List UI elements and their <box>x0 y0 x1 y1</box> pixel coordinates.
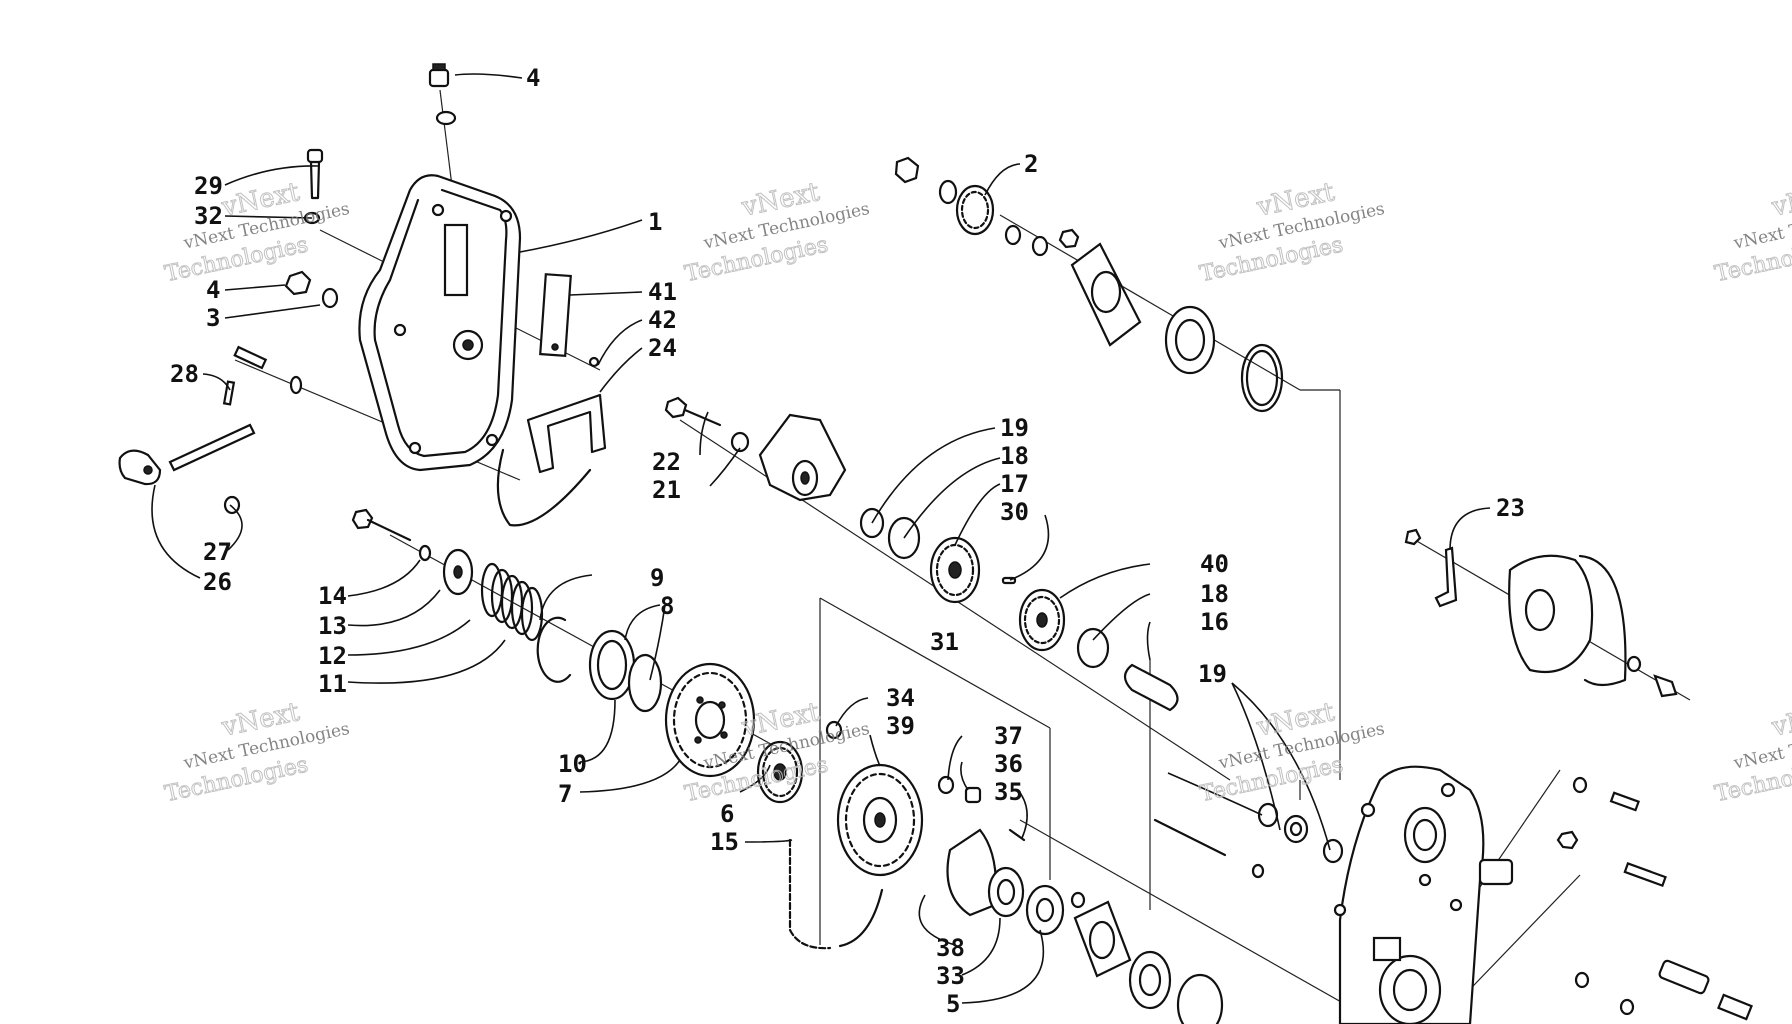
mid-bracket <box>758 413 847 502</box>
spring-23 <box>496 393 607 527</box>
watermark-1: vNext vNext Technologies Technologies <box>162 177 351 288</box>
callout-10: 9 <box>650 564 664 592</box>
watermark-3: vNext vNext Technologies Technologies <box>1197 177 1386 288</box>
svg-text:vNext: vNext <box>1769 697 1792 743</box>
chain-15 <box>788 838 884 950</box>
callout-19-a: 19 <box>1000 414 1029 442</box>
callout-37: 38 <box>936 934 965 962</box>
callout-21: 22 <box>652 448 681 476</box>
callout-11: 11 <box>318 670 347 698</box>
callout-16: 16 <box>1200 608 1229 636</box>
callout-29: 30 <box>1000 498 1029 526</box>
callout-31: 31 <box>930 628 959 656</box>
shaft-24 <box>118 345 303 515</box>
lower-flange <box>1070 891 1224 1024</box>
callout-6: 6 <box>720 800 734 828</box>
callout-24: 26 <box>203 568 232 596</box>
upper-flange <box>1070 242 1284 413</box>
spring-11 <box>480 562 544 642</box>
sprocket-17-group <box>859 507 1017 604</box>
right-bolts <box>1556 776 1753 1021</box>
caliper-22 <box>1404 528 1678 698</box>
callout-30: 32 <box>194 202 223 230</box>
callout-9: 10 <box>558 750 587 778</box>
callout-18-b: 18 <box>1200 580 1229 608</box>
callout-13: 13 <box>318 612 347 640</box>
callout-1: 1 <box>648 208 662 236</box>
callout-19-b: 19 <box>1198 660 1227 688</box>
watermark-2: vNext vNext Technologies Technologies <box>682 177 871 288</box>
watermark-7: vNext vNext Technologies Technologies <box>1197 697 1386 808</box>
callout-5: 5 <box>946 990 960 1018</box>
chaincase-cover <box>358 174 522 472</box>
bracket-37 <box>946 828 1065 936</box>
callout-35: 36 <box>994 750 1023 778</box>
callout-39: 40 <box>1200 550 1229 578</box>
callout-18-a: 18 <box>1000 442 1029 470</box>
small-parts <box>825 720 1026 842</box>
sprocket-38 <box>836 763 924 877</box>
bearing-8-9-10 <box>536 616 663 713</box>
callout-26: 27 <box>203 538 232 566</box>
parts-42 <box>1153 802 1344 879</box>
callout-2: 2 <box>1024 150 1038 178</box>
callout-28: 29 <box>194 172 223 200</box>
leader-lines <box>151 73 1491 1004</box>
callout-17: 17 <box>1000 470 1029 498</box>
callout-8: 8 <box>660 592 674 620</box>
callout-32: 33 <box>936 962 965 990</box>
spring-cap-12 <box>442 548 474 596</box>
bolt-14 <box>351 508 432 562</box>
callout-4-top: 4 <box>526 64 540 92</box>
callout-labels: 4 29 32 1 2 4 3 41 42 24 28 22 21 19 18 … <box>170 64 1525 1018</box>
callout-41: 42 <box>648 306 677 334</box>
callout-38: 39 <box>886 712 915 740</box>
callout-4-left: 4 <box>206 276 220 304</box>
callout-22: 23 <box>1496 494 1525 522</box>
sprocket-7 <box>664 662 756 778</box>
bolt-21 <box>664 396 750 453</box>
callout-40: 41 <box>648 278 677 306</box>
callout-34: 35 <box>994 778 1023 806</box>
callout-33: 34 <box>886 684 915 712</box>
plug-top <box>428 63 457 126</box>
callout-3: 3 <box>206 304 220 332</box>
watermark-8: vNext vNext Technologies Technologies <box>1712 697 1792 808</box>
sprocket-6 <box>756 740 804 804</box>
callout-20: 21 <box>652 476 681 504</box>
bolt-4-left <box>284 270 339 309</box>
callout-27: 28 <box>170 360 199 388</box>
watermark-5: vNext vNext Technologies Technologies <box>162 697 351 808</box>
sprocket-39-group <box>1018 588 1179 712</box>
sprocket-2-group <box>894 156 1080 257</box>
callout-36: 37 <box>994 722 1023 750</box>
chaincase-housing <box>1333 765 1514 1024</box>
watermark-4: vNext vNext Technologies Technologies <box>1712 177 1792 288</box>
svg-text:vNext: vNext <box>1769 177 1792 223</box>
callout-14: 14 <box>318 582 347 610</box>
callout-23: 24 <box>648 334 677 362</box>
callout-7: 7 <box>558 780 572 808</box>
callout-15: 15 <box>710 828 739 856</box>
plate-40 <box>539 273 600 368</box>
callout-12: 12 <box>318 642 347 670</box>
